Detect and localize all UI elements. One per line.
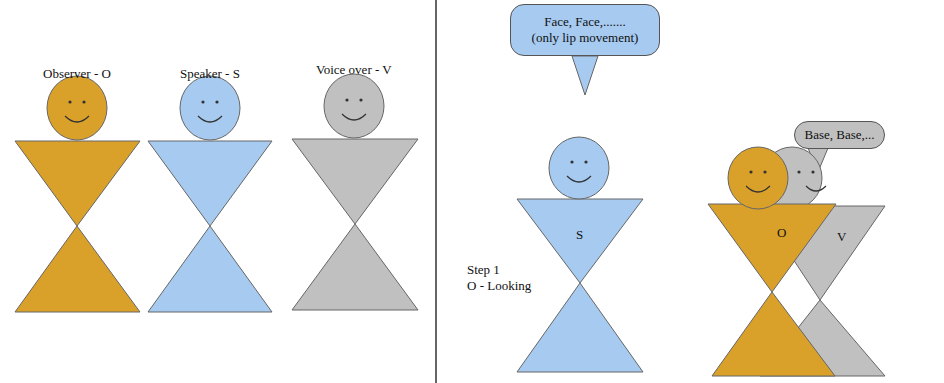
figure-label: Observer - O bbox=[43, 66, 111, 81]
speech-bubble: Face, Face,.......(only lip movement) bbox=[510, 4, 660, 56]
body-letter: V bbox=[837, 229, 846, 244]
figure-label: Speaker - S bbox=[180, 66, 240, 81]
step-note: O - Looking bbox=[467, 278, 531, 293]
speech-bubble: Base, Base,... bbox=[794, 121, 885, 149]
figure-label: Voice over - V bbox=[316, 62, 392, 77]
bubble-text: Face, Face,....... bbox=[511, 14, 659, 30]
body-letter: S bbox=[576, 227, 583, 242]
step-note: Step 1 bbox=[467, 262, 500, 277]
body-letter: O bbox=[777, 225, 786, 240]
bubble-text: (only lip movement) bbox=[511, 30, 659, 46]
bubble-text: Base, Base,... bbox=[795, 127, 884, 143]
